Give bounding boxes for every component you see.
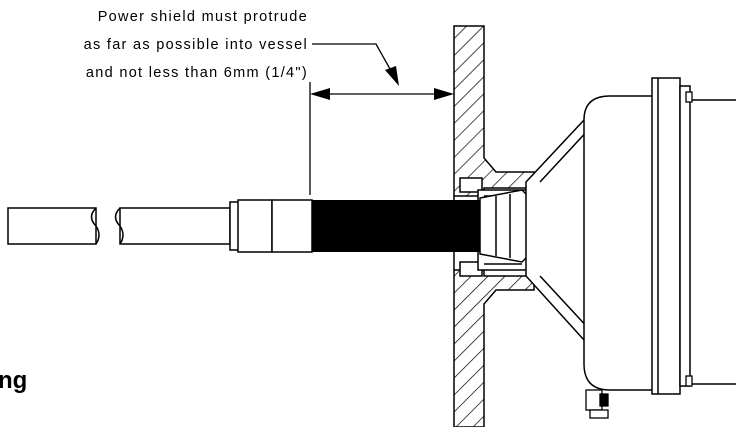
conical-adapter: [525, 119, 593, 341]
note-line-3: and not less than 6mm (1/4"): [86, 65, 308, 81]
note-line-2: as far as possible into vessel: [84, 37, 308, 53]
power-shield: [312, 200, 480, 252]
dimension-line: [309, 82, 454, 195]
note-line-1: Power shield must protrude: [98, 9, 308, 25]
housing-bolts: [685, 91, 693, 387]
protrusion-note: Power shield must protrude as far as pos…: [84, 9, 308, 81]
cut-off-heading: ng: [0, 367, 27, 394]
housing: [583, 77, 736, 395]
leader-arrow: [312, 43, 399, 86]
bottom-fitting: [585, 389, 609, 419]
probe-rod: [7, 199, 313, 253]
